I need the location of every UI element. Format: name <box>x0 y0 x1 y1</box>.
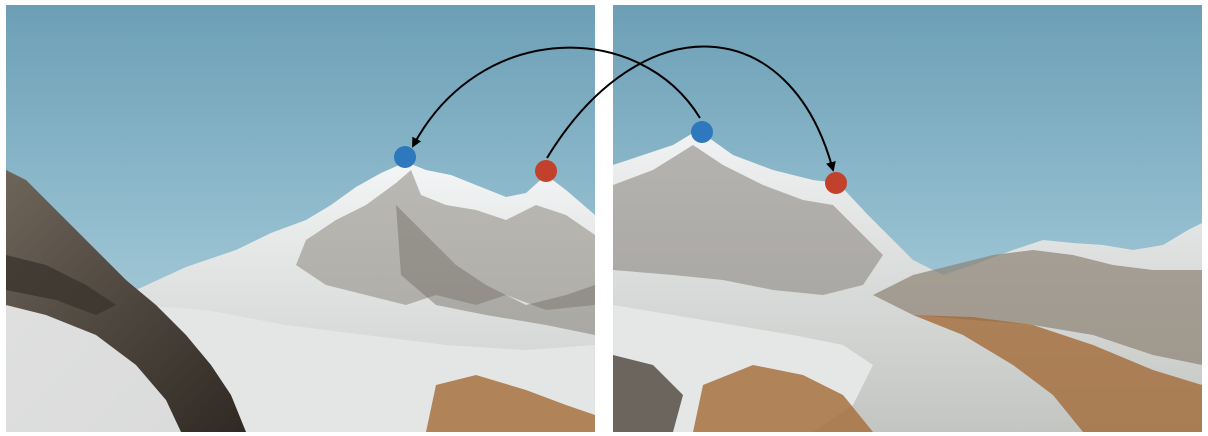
brown-moraine <box>426 375 595 432</box>
brown-moraine <box>693 365 873 432</box>
right-photo-canvas <box>613 5 1202 432</box>
foreground-snow-patch <box>6 305 181 432</box>
left-photo-canvas <box>6 5 595 432</box>
massif-rock-ridges <box>296 170 595 310</box>
right-photo <box>613 5 1202 432</box>
foreground-dark-rock <box>613 355 683 432</box>
right-ridge <box>873 250 1202 365</box>
massif-shadow <box>396 205 595 335</box>
ridge-brown-face <box>913 315 1202 432</box>
left-photo <box>6 5 595 432</box>
foreground-rock-band <box>6 255 116 315</box>
main-peak-rock <box>613 145 883 295</box>
